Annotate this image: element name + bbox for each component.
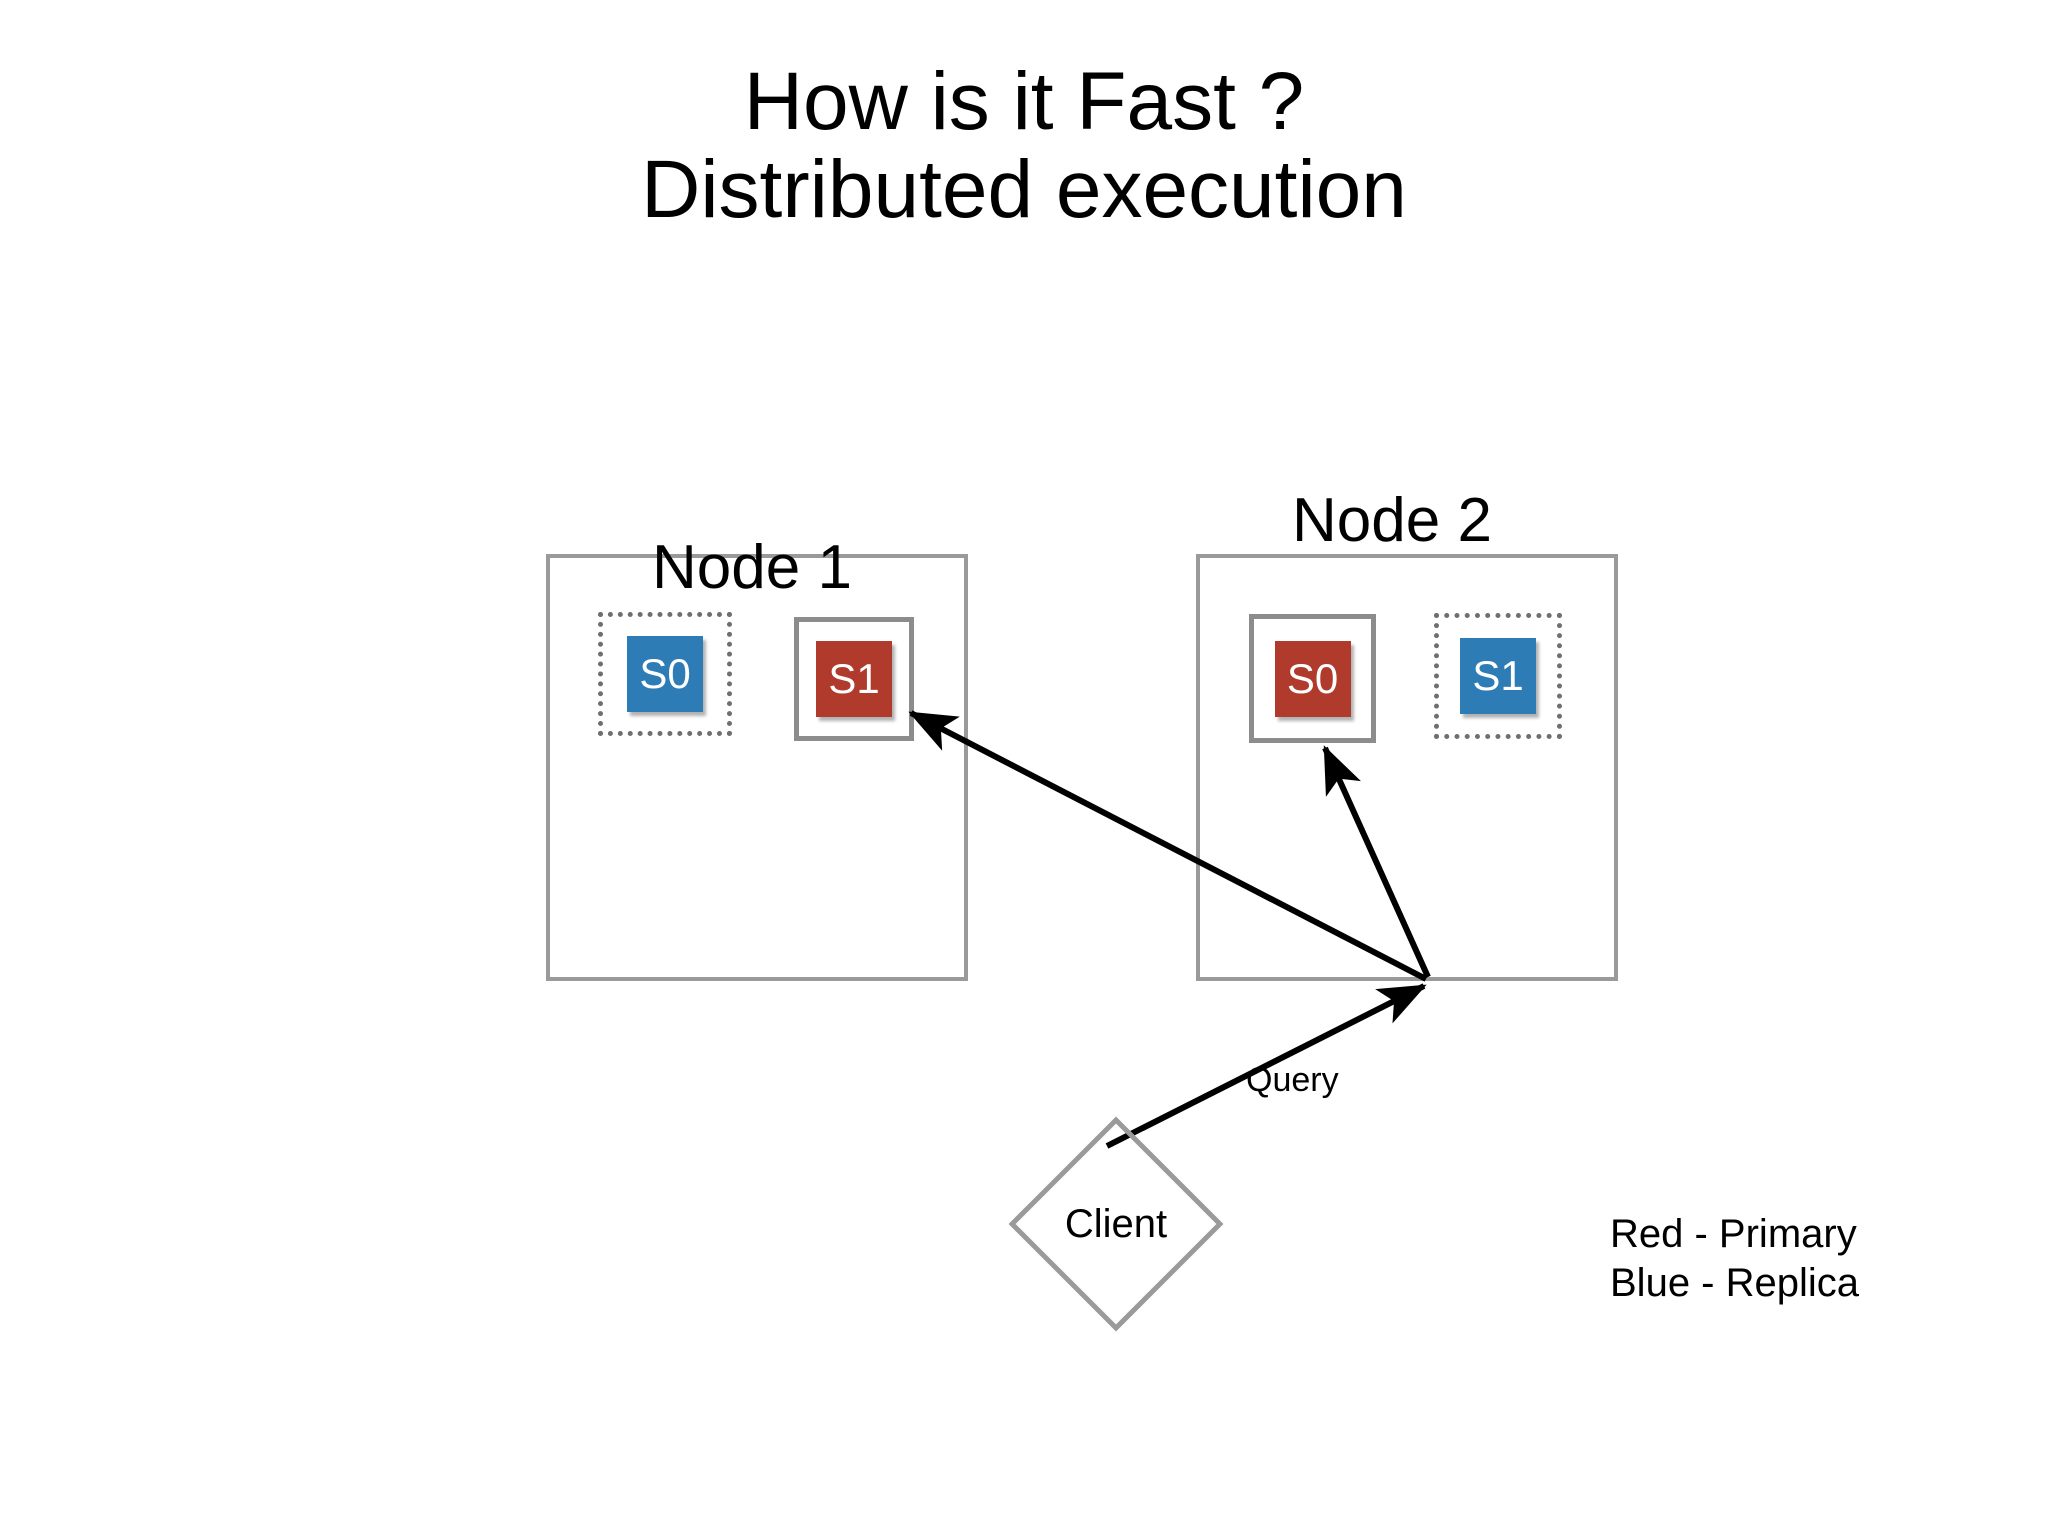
legend-replica: Blue - Replica [1610,1260,1860,1305]
server-chip-s0-replica[interactable]: S0 [627,636,703,712]
server-chip-s1-replica[interactable]: S1 [1460,638,1536,714]
legend: Red - Primary Blue - Replica [1610,1210,1859,1308]
page-title: How is it Fast ? Distributed execution [0,58,2048,233]
node-2-slot-s0[interactable]: S0 [1249,614,1376,743]
node-2-label: Node 2 [1292,486,1492,555]
title-line-1: How is it Fast ? [743,56,1305,147]
legend-primary: Red - Primary [1610,1212,1857,1256]
title-line-2: Distributed execution [641,143,1407,235]
node-1-label: Node 1 [652,533,852,602]
node-1-slot-s0[interactable]: S0 [598,612,732,736]
server-chip-s1-primary[interactable]: S1 [816,641,892,717]
server-chip-s0-primary[interactable]: S0 [1274,640,1351,717]
node-2-slot-s1[interactable]: S1 [1434,613,1562,739]
node-1-slot-s1[interactable]: S1 [794,617,914,741]
query-edge-label: Query [1246,1061,1339,1099]
client-label: Client [1064,1201,1168,1246]
